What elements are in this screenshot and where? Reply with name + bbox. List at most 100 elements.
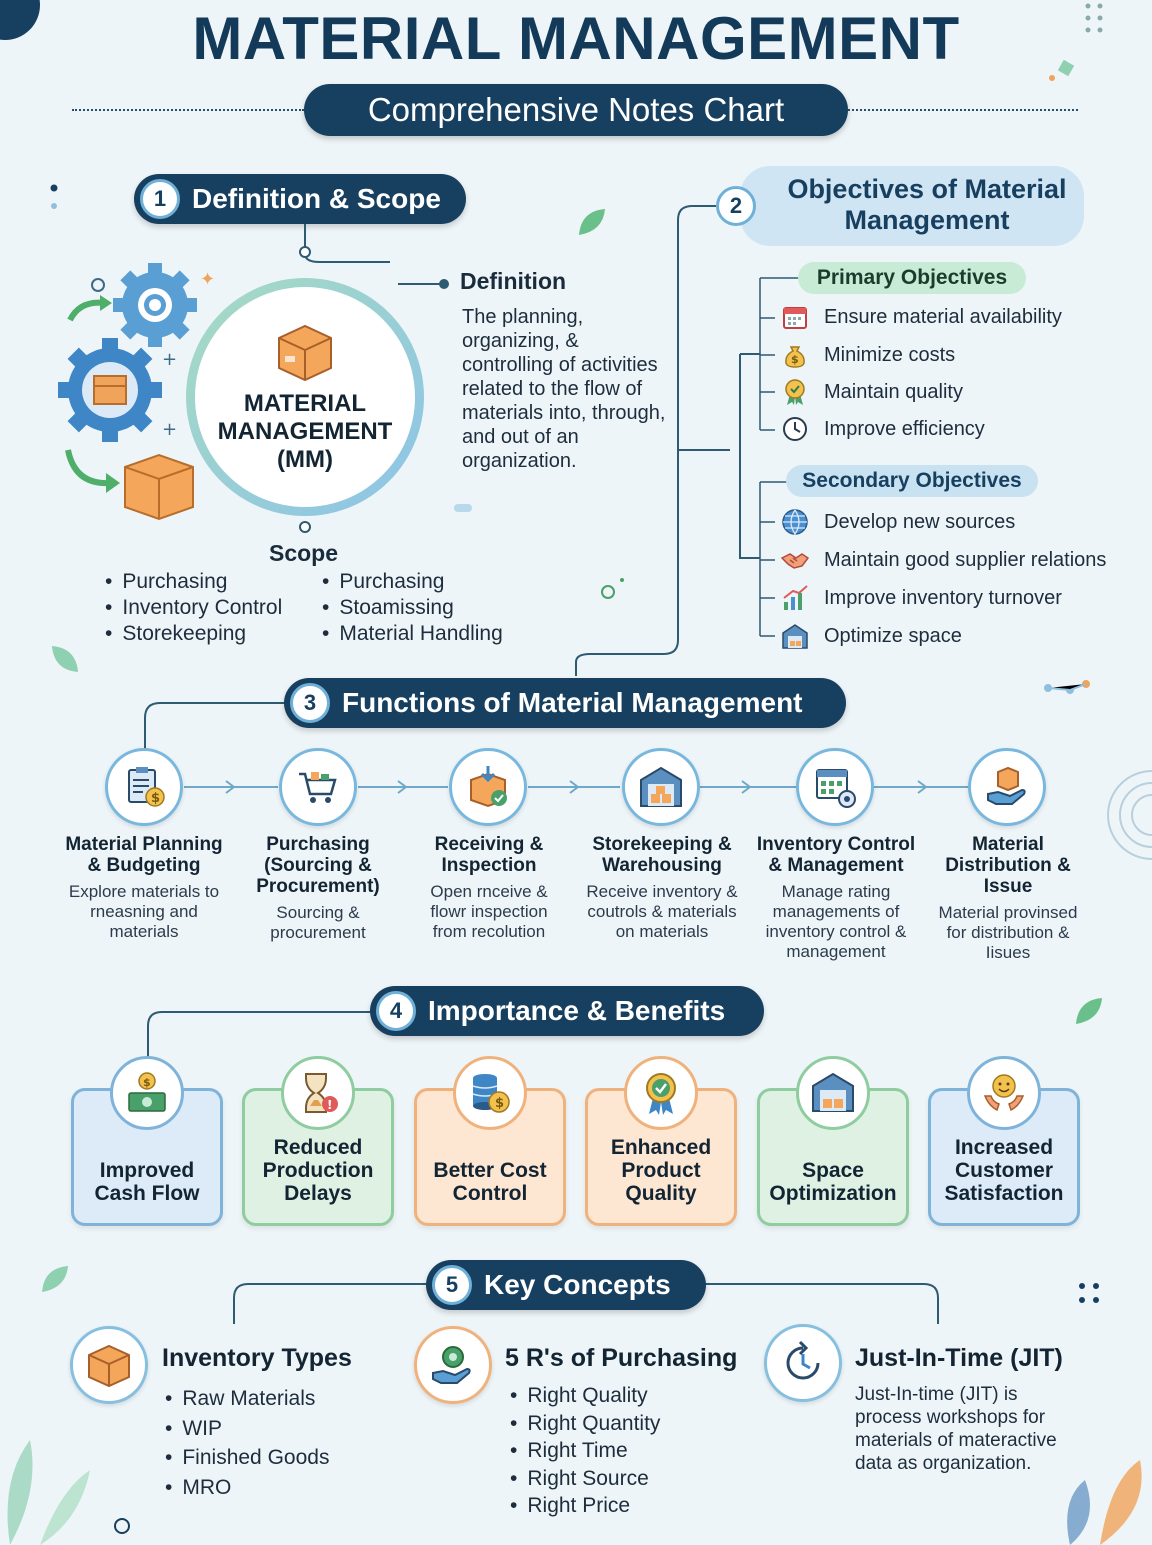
- section4-title: Importance & Benefits: [428, 995, 726, 1026]
- svg-text:✦: ✦: [200, 269, 215, 290]
- section2-title-line2: Management: [844, 205, 1010, 235]
- list-item: Right Source: [510, 1465, 660, 1493]
- warehouse-icon: [780, 621, 810, 651]
- function-item: Receiving & Inspection Open rnceive & fl…: [430, 834, 548, 941]
- section3-number: 3: [290, 683, 330, 723]
- hourglass-icon: !: [281, 1056, 355, 1130]
- sparkle-decoration: [1049, 59, 1075, 81]
- section5-connectors: [233, 1283, 939, 1324]
- warehouse-icon: [796, 1056, 870, 1130]
- primary-objective-item: $ Minimize costs: [780, 340, 955, 370]
- leaf-decoration: [1076, 998, 1102, 1024]
- section3-header: 3 Functions of Material Management: [284, 678, 846, 728]
- secondary-objective-item: Improve inventory turnover: [780, 583, 1062, 613]
- section4-header: 4 Importance & Benefits: [370, 986, 764, 1036]
- section3-connectors: [144, 702, 968, 794]
- cash-icon: $: [110, 1056, 184, 1130]
- scope-item: Purchasing: [105, 569, 282, 595]
- secondary-objective-item: Develop new sources: [780, 507, 1015, 537]
- section3-title: Functions of Material Management: [342, 687, 803, 718]
- clock-icon: [780, 414, 810, 444]
- inventory-calendar-icon: [796, 748, 874, 826]
- svg-text:!: !: [327, 1098, 332, 1112]
- svg-text:$: $: [495, 1096, 504, 1111]
- list-item: Raw Materials: [165, 1384, 329, 1414]
- section2-header: Objectives of Material Management: [740, 166, 1084, 246]
- page-subtitle: Comprehensive Notes Chart: [304, 84, 848, 136]
- divider-right: [848, 109, 1078, 111]
- inventory-types-title: Inventory Types: [162, 1344, 352, 1372]
- scope-item: Storekeeping: [105, 621, 282, 647]
- purchasing-title: 5 R's of Purchasing: [505, 1344, 738, 1372]
- scope-item: Inventory Control: [105, 595, 282, 621]
- dots-decoration: [1085, 3, 1103, 33]
- center-label-line1: MATERIAL: [243, 390, 367, 417]
- leaf-decoration: [579, 209, 605, 235]
- section1-title: Definition & Scope: [192, 183, 441, 214]
- clipboard-budget-icon: $: [105, 748, 183, 826]
- svg-text:$: $: [791, 353, 799, 366]
- section1-number: 1: [140, 179, 180, 219]
- primary-objective-item: Ensure material availability: [780, 302, 1062, 332]
- function-item: Material Planning & Budgeting Explore ma…: [65, 834, 223, 941]
- section4-connectors: [147, 1011, 372, 1060]
- scope-list-left: Purchasing Inventory Control Storekeepin…: [105, 569, 282, 647]
- center-label-line3: (MM): [277, 446, 333, 473]
- box-icon: [278, 324, 332, 382]
- gear-hand-icon: [414, 1326, 492, 1404]
- section5-header: 5 Key Concepts: [426, 1260, 706, 1310]
- leaf-decoration: [52, 646, 78, 672]
- list-item: WIP: [165, 1414, 329, 1444]
- growth-chart-icon: [780, 583, 810, 613]
- hand-box-icon: [968, 748, 1046, 826]
- section2-connectors: [575, 205, 800, 676]
- list-item: Finished Goods: [165, 1443, 329, 1473]
- award-ribbon-icon: [780, 377, 810, 407]
- leaf-decoration: [42, 1266, 68, 1292]
- section4-number: 4: [376, 991, 416, 1031]
- dots-decoration: [1079, 1283, 1099, 1303]
- section5-number: 5: [432, 1265, 472, 1305]
- primary-objective-item: Improve efficiency: [780, 414, 985, 444]
- secondary-objectives-heading: Secondary Objectives: [786, 465, 1038, 497]
- svg-text:$: $: [143, 1076, 151, 1089]
- section5-title: Key Concepts: [484, 1269, 671, 1300]
- section2-number: 2: [716, 186, 756, 226]
- quality-badge-icon: [624, 1056, 698, 1130]
- list-item: MRO: [165, 1473, 329, 1503]
- benefit-card: Increased Customer Satisfaction: [928, 1088, 1080, 1226]
- scope-list-right: Purchasing Stoamissing Material Handling: [322, 569, 503, 647]
- inventory-types-list: Raw Materials WIP Finished Goods MRO: [165, 1384, 329, 1502]
- scope-heading: Scope: [269, 540, 339, 566]
- primary-objectives-heading: Primary Objectives: [798, 262, 1026, 294]
- divider-left: [72, 109, 304, 111]
- definition-heading: Definition: [460, 268, 567, 294]
- secondary-objective-item: Optimize space: [780, 621, 962, 651]
- ring-decoration: [114, 1518, 130, 1534]
- function-item: Inventory Control & Management Manage ra…: [756, 834, 916, 961]
- scope-item: Purchasing: [322, 569, 503, 595]
- section1-header: 1 Definition & Scope: [134, 174, 466, 224]
- jit-title: Just-In-Time (JIT): [855, 1344, 1063, 1372]
- section1-connectors: [299, 224, 449, 533]
- warehouse-icon: [622, 748, 700, 826]
- handshake-icon: [780, 545, 810, 575]
- page-title: MATERIAL MANAGEMENT: [192, 5, 960, 72]
- leaf-decoration: [7, 1440, 90, 1545]
- svg-text:+: +: [162, 349, 177, 370]
- list-item: Right Price: [510, 1492, 660, 1520]
- scope-item: Stoamissing: [322, 595, 503, 621]
- network-decoration: [1044, 680, 1090, 694]
- definition-text: The planning, organizing, & controlling …: [462, 306, 666, 472]
- box-icon: [70, 1326, 148, 1404]
- list-item: Right Time: [510, 1437, 660, 1465]
- list-item: Right Quality: [510, 1382, 660, 1410]
- globe-icon: [780, 507, 810, 537]
- function-item: Material Distribution & Issue Material p…: [938, 834, 1078, 962]
- mm-center-circle: MATERIAL MANAGEMENT (MM): [186, 278, 424, 516]
- center-label-line2: MANAGEMENT: [217, 418, 393, 445]
- secondary-objective-item: Maintain good supplier relations: [780, 545, 1106, 575]
- function-item: Storekeeping & Warehousing Receive inven…: [586, 834, 738, 941]
- coins-stack-icon: $: [453, 1056, 527, 1130]
- purchasing-list: Right Quality Right Quantity Right Time …: [510, 1382, 660, 1520]
